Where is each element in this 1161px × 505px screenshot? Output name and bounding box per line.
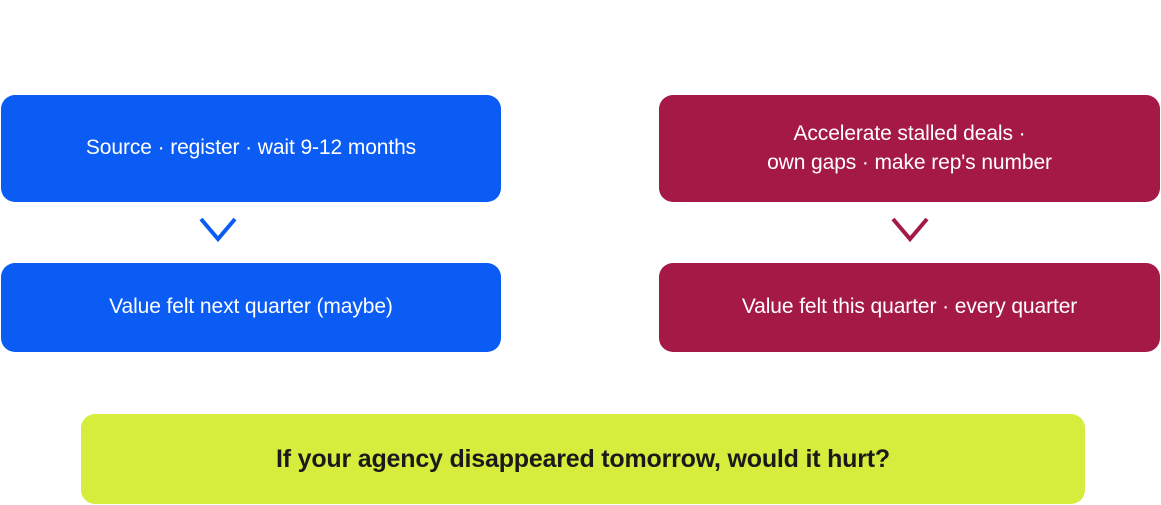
card-left-step-1[interactable]: Source · register · wait 9-12 months xyxy=(1,95,501,202)
chevron-down-icon-left xyxy=(196,212,240,246)
question-banner-text: If your agency disappeared tomorrow, wou… xyxy=(276,444,890,473)
card-left-step-2[interactable]: Value felt next quarter (maybe) xyxy=(1,263,501,352)
card-left-step-1-label: Source · register · wait 9-12 months xyxy=(85,136,417,160)
question-banner[interactable]: If your agency disappeared tomorrow, wou… xyxy=(81,414,1085,504)
card-right-step-2[interactable]: Value felt this quarter · every quarter xyxy=(659,263,1160,352)
card-right-step-1-label: Accelerate stalled deals · own gaps · ma… xyxy=(767,121,1052,174)
card-left-step-2-label: Value felt next quarter (maybe) xyxy=(109,295,393,319)
card-right-step-2-label: Value felt this quarter · every quarter xyxy=(741,295,1078,319)
chevron-down-icon-right xyxy=(888,212,932,246)
card-right-step-1[interactable]: Accelerate stalled deals · own gaps · ma… xyxy=(659,95,1160,202)
